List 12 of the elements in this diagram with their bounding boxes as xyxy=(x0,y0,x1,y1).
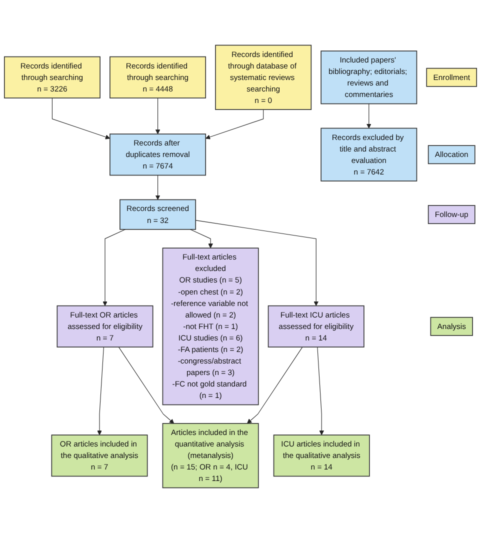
arrow xyxy=(102,229,126,306)
arrow xyxy=(246,346,303,424)
arrow xyxy=(52,98,110,140)
arrow xyxy=(155,174,160,200)
arrow xyxy=(317,346,324,436)
arrow xyxy=(195,220,319,306)
arrow xyxy=(366,104,372,128)
arrow xyxy=(190,229,213,248)
arrow xyxy=(155,98,160,134)
arrow xyxy=(97,346,104,436)
arrow xyxy=(118,346,174,424)
arrow xyxy=(205,109,264,140)
